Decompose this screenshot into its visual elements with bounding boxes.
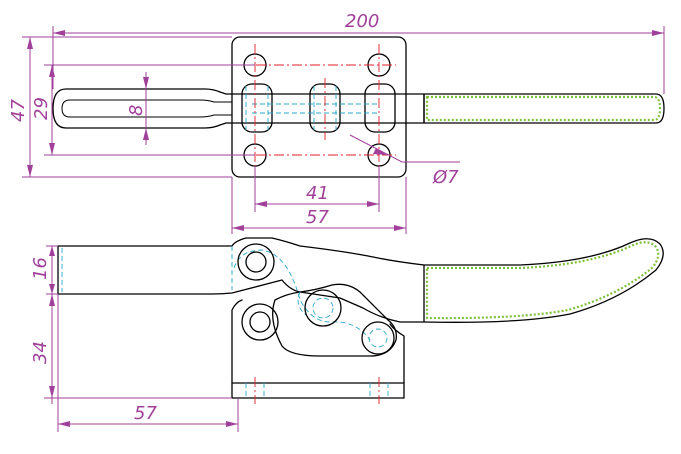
side-handle [423,238,664,323]
dim-8-arrow-top [143,77,149,89]
dim-41-label: 41 [306,183,329,204]
dim-47-arrow-bottom [27,165,33,177]
dim-57-plate-arrow-left [232,225,244,231]
top-handle-grip [425,95,662,122]
dim-41-arrow-right [367,201,379,207]
dim-34-arrow-bottom [49,386,55,398]
dim-200-arrow-left [53,30,65,36]
dim-47-lines [22,36,232,178]
dim-8-label: 8 [126,105,147,116]
side-arm [57,237,425,323]
top-base-plate [231,36,407,178]
top-handle [423,93,665,124]
dim-57-plate-label: 57 [306,207,329,228]
top-link-boss-3 [364,83,396,133]
side-pivot-left [241,303,279,341]
top-view [52,36,665,198]
dim-34-label: 34 [30,341,51,364]
dim-34-arrow-top [49,294,55,306]
top-dimensions: 200 47 29 8 Ø7 41 57 [8,11,665,234]
dim-16-label: 16 [30,257,51,280]
side-view [57,237,664,404]
dim-16-arrow-top [49,246,55,256]
top-center-lines [238,44,396,198]
side-pivot-right [361,321,395,355]
dim-29-label: 29 [31,97,52,120]
side-pivot-left-inner [249,311,271,333]
side-link-hidden [233,249,371,341]
top-bar-slot [61,99,232,118]
side-pivot-mid [304,289,342,327]
dim-47-label: 47 [8,99,29,122]
dim-29-lines [44,64,255,156]
dim-200-label: 200 [345,11,379,32]
side-handle-grip [425,241,660,320]
dim-57-side-lines [57,294,239,432]
side-pivot-top [237,243,275,281]
dim-57-plate-arrow-right [394,225,406,231]
top-link-boss-1 [241,83,273,133]
dim-diameter-label: Ø7 [432,167,459,188]
dim-200-arrow-right [652,30,664,36]
dim-diameter-arrow [373,148,387,155]
dim-29-arrow-bottom [49,143,55,155]
side-hole-centers [254,377,380,404]
side-hole-hidden [245,383,389,398]
top-slotted-bar [52,88,425,129]
dim-41-arrow-left [255,201,267,207]
side-base-block [231,299,405,399]
dim-57-plate-lines [231,177,407,234]
dim-200-lines [52,26,665,94]
dim-29-arrow-top [49,65,55,77]
dim-57-side-arrow-left [58,421,70,427]
dim-47-arrow-top [27,37,33,49]
dim-57-side-label: 57 [134,403,157,424]
dim-41-lines [254,166,380,212]
side-bar-hidden [61,246,233,292]
dim-8-arrow-bottom [143,128,149,140]
side-pivot-mid-inner [312,297,334,319]
top-hidden-lines [245,86,380,130]
dim-diameter-leader [349,134,460,163]
dim-16-arrow-bottom [49,284,55,294]
side-pivot-right-inner [368,328,388,348]
dim-34-lines [44,293,232,404]
side-dimensions: 16 34 57 [30,245,239,432]
dim-57-side-arrow-right [226,421,238,427]
side-link-plate [272,283,397,357]
side-pivot-top-inner [245,251,267,273]
